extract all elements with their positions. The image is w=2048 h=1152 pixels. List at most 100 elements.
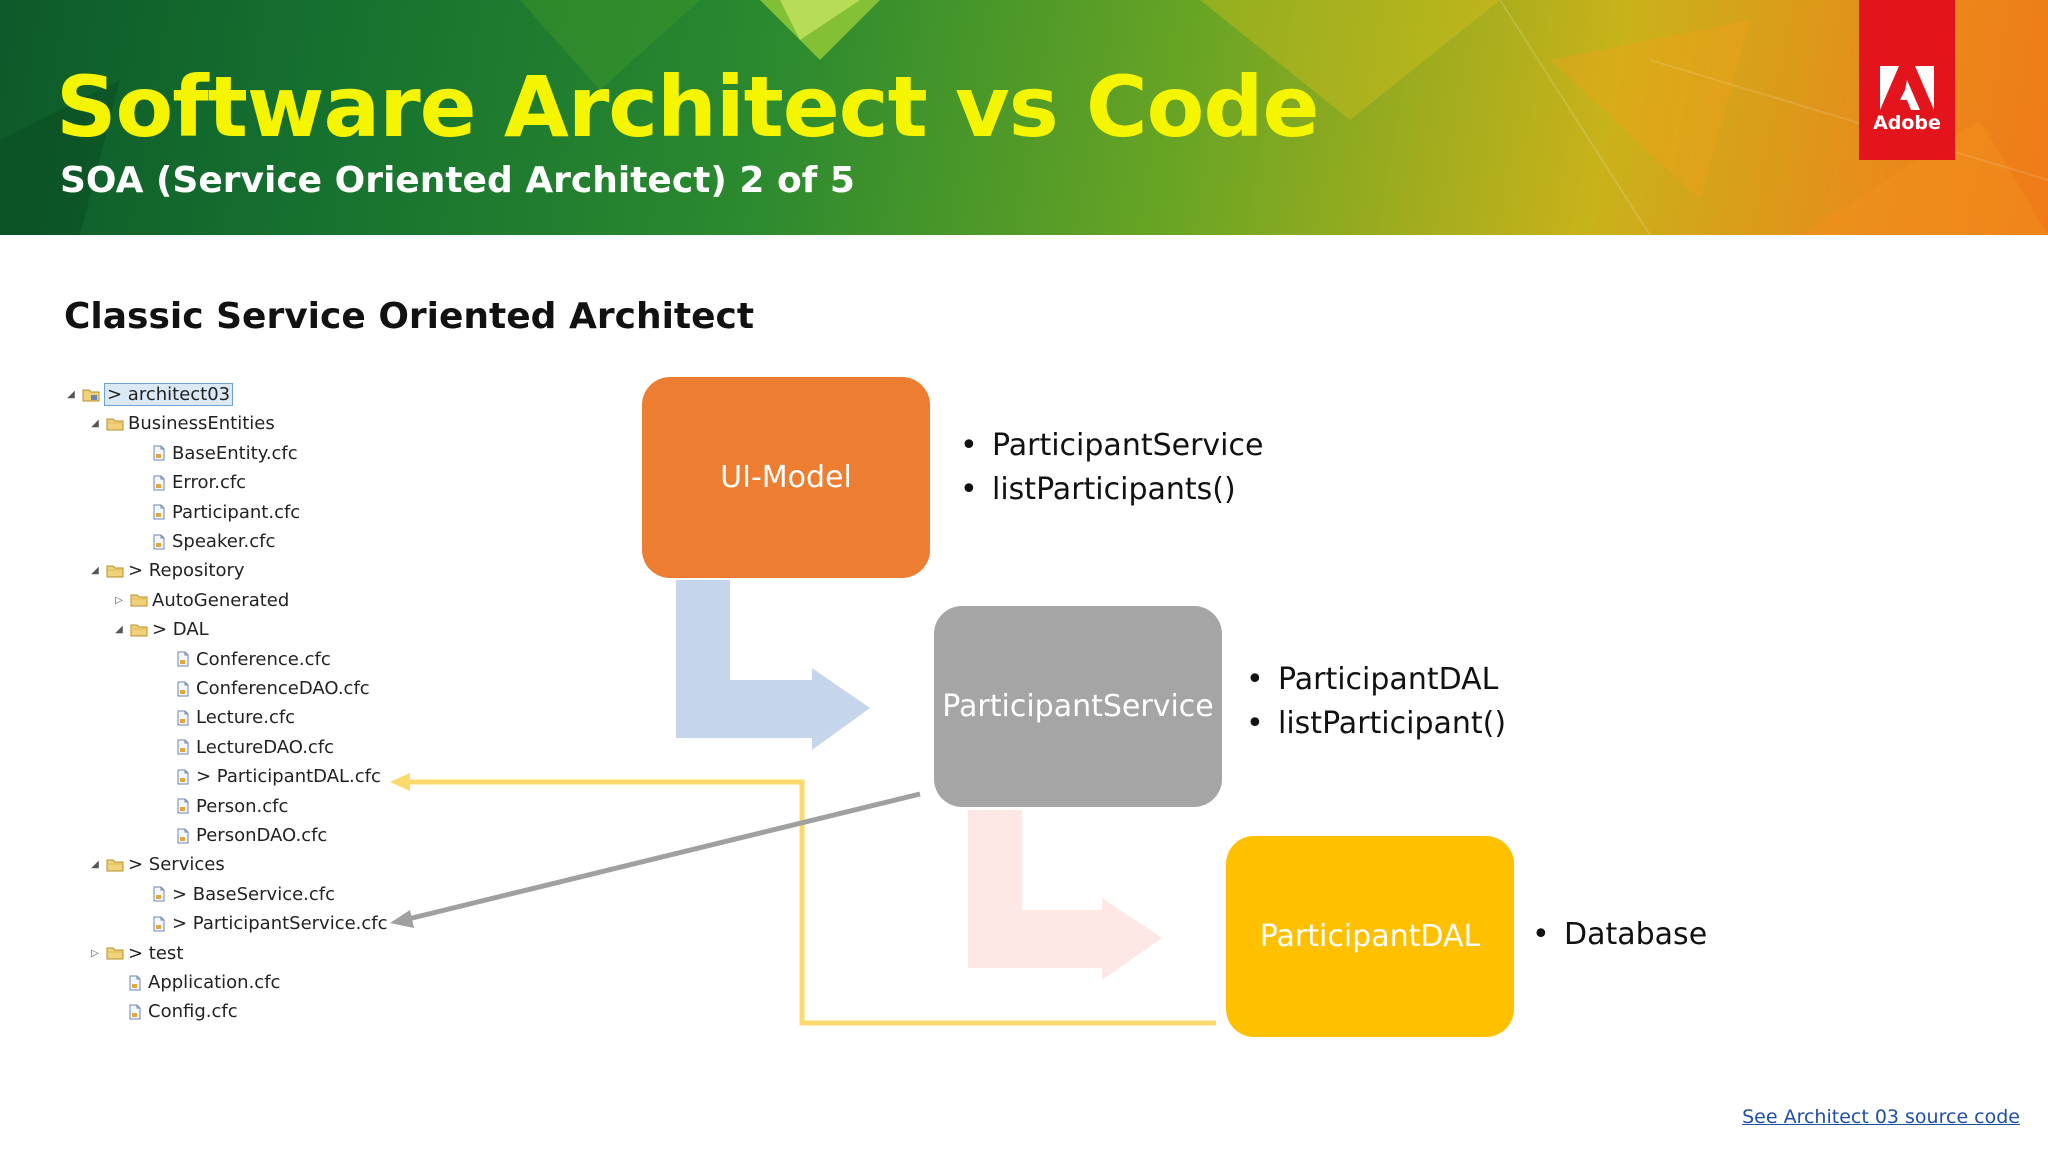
folder-icon: [130, 592, 148, 608]
tree-item[interactable]: Config.cfc: [108, 997, 238, 1026]
tree-item-label: Conference.cfc: [196, 648, 331, 670]
ui-model-bullets: ParticipantService listParticipants(): [960, 424, 1263, 512]
project-folder-icon: [82, 387, 100, 403]
tree-item[interactable]: Person.cfc: [156, 792, 288, 821]
file-icon: [126, 1004, 144, 1020]
tree-item[interactable]: ◢ > Repository: [88, 556, 245, 585]
expand-toggle-icon[interactable]: ◢: [91, 565, 99, 577]
participant-dal-label: ParticipantDAL: [1259, 919, 1481, 954]
tree-item-label: > DAL: [152, 619, 209, 641]
expand-toggle-icon[interactable]: ▷: [91, 947, 99, 959]
tree-item-label: PersonDAO.cfc: [196, 825, 328, 846]
expand-toggle-icon[interactable]: ▷: [115, 594, 123, 606]
tree-item[interactable]: ▷ AutoGenerated: [112, 586, 289, 615]
tree-item-label: Speaker.cfc: [172, 531, 276, 552]
tree-item-label: > Repository: [128, 560, 245, 582]
tree-item-label: BusinessEntities: [128, 413, 275, 435]
tree-item-label: > architect03: [104, 383, 234, 406]
tree-item-label: > BaseService.cfc: [172, 883, 336, 905]
ui-model-label: UI-Model: [720, 460, 852, 495]
tree-item-label: Person.cfc: [196, 795, 289, 817]
tree-item[interactable]: Conference.cfc: [156, 645, 331, 674]
ui-model-box: UI-Model: [642, 377, 930, 578]
tree-item[interactable]: > ParticipantDAL.cfc: [156, 762, 381, 791]
source-code-link[interactable]: See Architect 03 source code: [1742, 1106, 2020, 1128]
file-icon: [150, 916, 168, 932]
expand-toggle-icon[interactable]: ◢: [91, 418, 99, 430]
tree-item[interactable]: ◢ > architect03: [64, 380, 234, 409]
tree-item[interactable]: BaseEntity.cfc: [132, 439, 298, 468]
section-title: Classic Service Oriented Architect: [64, 296, 755, 337]
tree-item[interactable]: ◢ > Services: [88, 850, 225, 879]
tree-item[interactable]: Error.cfc: [132, 468, 246, 497]
folder-icon: [106, 857, 124, 873]
bullet-item: listParticipants(): [960, 468, 1263, 512]
participant-service-box: ParticipantService: [934, 606, 1222, 807]
tree-item-label: > ParticipantDAL.cfc: [196, 766, 381, 788]
tree-item-label: BaseEntity.cfc: [172, 442, 298, 464]
yellow-arrowhead-icon: [390, 773, 410, 791]
gray-connector-line: [403, 791, 921, 923]
file-icon: [174, 681, 192, 697]
tree-item-label: > test: [128, 942, 184, 964]
bullet-item: ParticipantDAL: [1246, 658, 1506, 702]
bullet-item: ParticipantService: [960, 424, 1263, 468]
tree-item[interactable]: ConferenceDAO.cfc: [156, 674, 370, 703]
file-icon: [150, 504, 168, 520]
tree-item-label: > ParticipantService.cfc: [172, 913, 388, 935]
file-icon: [150, 445, 168, 461]
tree-item[interactable]: Participant.cfc: [132, 498, 300, 527]
participant-service-bullets: ParticipantDAL listParticipant(): [1246, 658, 1506, 746]
folder-icon: [106, 563, 124, 579]
expand-toggle-icon[interactable]: ◢: [115, 624, 123, 636]
page-title: Software Architect vs Code: [56, 58, 1319, 156]
adobe-logo: Adobe: [1859, 0, 1955, 160]
tree-item[interactable]: Lecture.cfc: [156, 703, 295, 732]
file-icon: [174, 710, 192, 726]
tree-item-label: > Services: [128, 854, 225, 876]
tree-item[interactable]: Speaker.cfc: [132, 527, 275, 556]
participant-dal-box: ParticipantDAL: [1226, 836, 1514, 1037]
file-icon: [150, 886, 168, 902]
tree-item[interactable]: ◢ BusinessEntities: [88, 409, 275, 438]
tree-item-label: Error.cfc: [172, 472, 247, 494]
header-banner: Software Architect vs Code SOA (Service …: [0, 0, 2048, 235]
tree-item[interactable]: > ParticipantService.cfc: [132, 909, 388, 938]
tree-item-label: LectureDAO.cfc: [196, 736, 335, 758]
expand-toggle-icon[interactable]: ◢: [67, 389, 75, 400]
file-icon: [150, 475, 168, 491]
tree-item[interactable]: > BaseService.cfc: [132, 880, 335, 909]
tree-item[interactable]: ◢ > DAL: [112, 615, 209, 644]
tree-item-label: Application.cfc: [148, 972, 281, 993]
yellow-connector-line: [406, 779, 1216, 1026]
tree-item-label: Config.cfc: [148, 1001, 238, 1023]
adobe-logo-text: Adobe: [1873, 112, 1941, 134]
participant-service-label: ParticipantService: [942, 689, 1214, 724]
pink-flow-arrow: [968, 810, 1162, 980]
tree-item[interactable]: LectureDAO.cfc: [156, 733, 334, 762]
file-icon: [174, 739, 192, 755]
banner-decoration: [0, 0, 2048, 235]
tree-item-label: AutoGenerated: [152, 589, 290, 611]
file-icon: [174, 828, 192, 844]
gray-arrowhead-icon: [390, 910, 414, 928]
tree-item[interactable]: Application.cfc: [108, 968, 280, 997]
file-icon: [174, 769, 192, 785]
folder-icon: [130, 622, 148, 638]
tree-item-label: ConferenceDAO.cfc: [196, 678, 370, 699]
tree-item[interactable]: PersonDAO.cfc: [156, 821, 327, 850]
expand-toggle-icon[interactable]: ◢: [91, 859, 99, 871]
tree-item[interactable]: ▷ > test: [88, 939, 183, 968]
tree-item-label: Lecture.cfc: [196, 707, 296, 729]
folder-icon: [106, 945, 124, 961]
file-icon: [174, 798, 192, 814]
adobe-a-icon: [1880, 66, 1934, 110]
bullet-item: listParticipant(): [1246, 702, 1506, 746]
tree-item-label: Participant.cfc: [172, 501, 301, 523]
folder-icon: [106, 416, 124, 432]
file-icon: [174, 651, 192, 667]
page-subtitle: SOA (Service Oriented Architect) 2 of 5: [60, 160, 855, 201]
file-icon: [150, 534, 168, 550]
participant-dal-bullets: Database: [1532, 913, 1707, 957]
